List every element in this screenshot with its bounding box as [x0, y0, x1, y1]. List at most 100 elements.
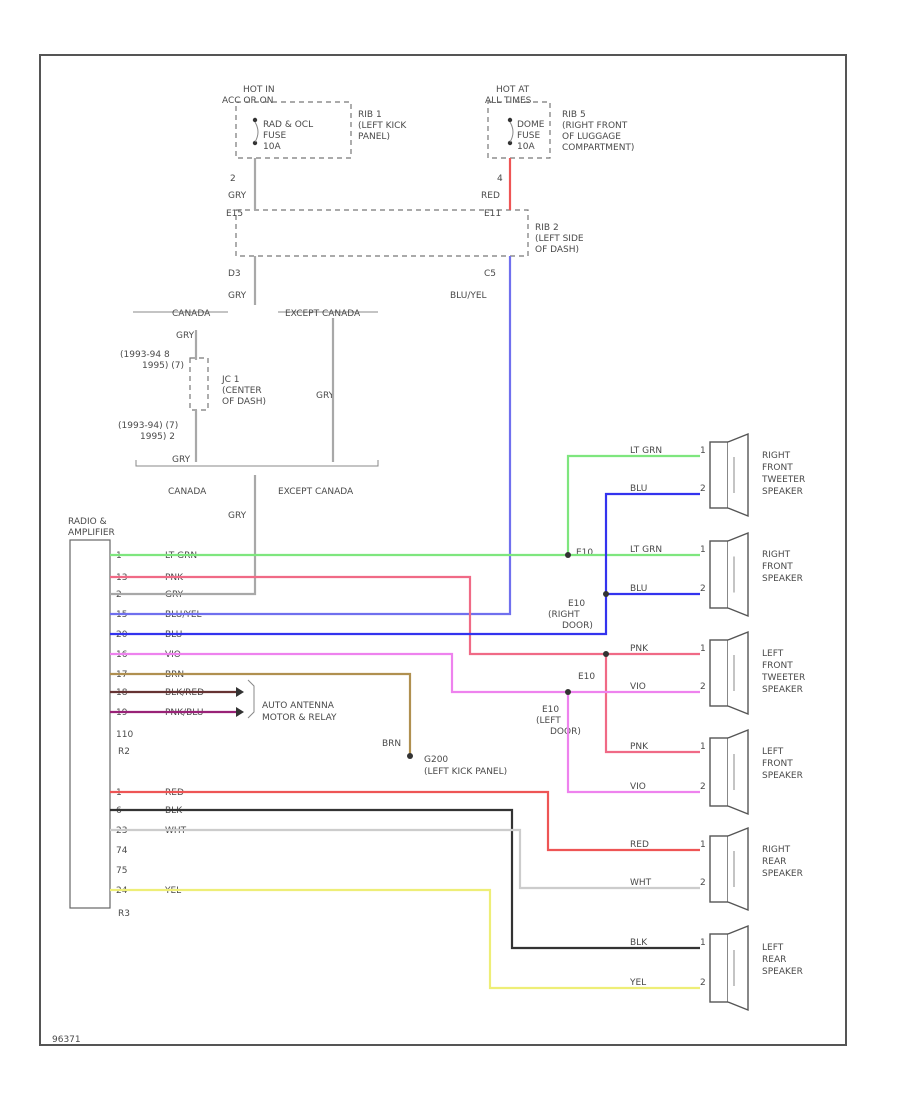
speaker-name: RIGHT: [762, 845, 791, 855]
rib2-conn-left: D3: [228, 269, 241, 279]
rib2-wire-left: GRY: [228, 291, 247, 301]
speaker-name2: REAR: [762, 857, 786, 867]
speaker-pin-b: 2: [700, 682, 706, 692]
rib2-wire-right: BLU/YEL: [450, 291, 487, 301]
speaker-name2: FRONT: [762, 463, 793, 473]
wire-bluyel: [110, 256, 512, 616]
split-bottom-except: EXCEPT CANADA: [278, 487, 354, 497]
split-except-label: EXCEPT CANADA: [285, 309, 361, 319]
wire-blu-tweeter: [604, 492, 700, 594]
speaker-name3: TWEETER: [761, 673, 805, 683]
speaker-name: LEFT: [762, 943, 784, 953]
fuse-amp-right: 10A: [517, 142, 535, 152]
speaker-name2: FRONT: [762, 759, 793, 769]
rib2-pin-left: E15: [226, 209, 243, 219]
canada-split-top: CANADA EXCEPT CANADA GRY GRY: [133, 309, 378, 401]
wire-pnk-speaker: [604, 654, 700, 754]
fuse-block-right: HOT AT ALL TIMES DOME FUSE 10A RIB 5 (RI…: [481, 85, 634, 201]
jc-wire: GRY: [172, 455, 191, 465]
speaker-wire-b: YEL: [629, 978, 646, 988]
splice-right-pin-a: E10: [576, 548, 593, 558]
rib2-block: E15 E11 RIB 2 (LEFT SIDE OF DASH) D3 C5 …: [226, 209, 584, 301]
hot-sub-right: ALL TIMES: [485, 96, 532, 106]
fuse-box-left: [235, 101, 352, 159]
speaker-name: RIGHT: [762, 451, 791, 461]
rib-loc2-right: OF LUGGAGE: [562, 132, 621, 142]
connector-arrow-icon: [236, 707, 244, 717]
speaker-body: [709, 933, 729, 1003]
speaker-pin-b: 2: [700, 782, 706, 792]
speaker-cone-icon: [727, 826, 749, 912]
fuse-terminal-icon: [507, 117, 513, 123]
antenna-relay: AUTO ANTENNA MOTOR & RELAY: [247, 679, 337, 723]
wire-wht-rear: [110, 828, 700, 890]
splice-right-pin-b: E10: [568, 599, 585, 609]
speaker-name4: SPEAKER: [762, 487, 803, 497]
fuse-wire-left: GRY: [228, 191, 247, 201]
wire-blk-rear: [110, 808, 700, 950]
rib2-label: RIB 2: [535, 223, 559, 233]
split-wire-mid: GRY: [316, 391, 335, 401]
fuse-wire-right: RED: [481, 191, 500, 201]
speaker-body: [709, 639, 729, 707]
rib2-loc: (LEFT SIDE: [535, 234, 584, 244]
footer-code: 96371: [52, 1035, 81, 1045]
splice-left-pin-b: E10: [542, 705, 559, 715]
speaker-wire-b: VIO: [630, 682, 646, 692]
speaker-pin-a: 1: [700, 938, 706, 948]
wire-layer: [110, 158, 700, 990]
speaker-pin-b: 2: [700, 878, 706, 888]
fuse-box-right: [487, 101, 551, 159]
jc-pin-bot2: 1995) 2: [140, 432, 175, 442]
rib2-box: [235, 209, 529, 257]
speaker-wire-a: RED: [630, 840, 649, 850]
speaker-name3: SPEAKER: [762, 574, 803, 584]
hot-label-right: HOT AT: [496, 85, 530, 95]
radio-pin-number: 75: [116, 866, 127, 876]
speaker-name2: FRONT: [762, 661, 793, 671]
fuse-pin-left: 2: [230, 174, 236, 184]
jc-pin-top: (1993-94 8: [120, 350, 170, 360]
ground-point: BRN G200 (LEFT KICK PANEL): [382, 739, 507, 777]
jc-loc2: OF DASH): [222, 397, 266, 407]
radio-conn1: R2: [118, 747, 130, 757]
speaker-cone-icon: [727, 924, 749, 1012]
speaker-pin-a: 1: [700, 644, 706, 654]
fuse-terminal-icon: [507, 140, 513, 146]
rib-label-right: RIB 5: [562, 110, 586, 120]
splice-left-label2: DOOR): [550, 727, 581, 737]
wire-brn-ground: [110, 672, 412, 756]
speaker-body: [709, 737, 729, 807]
split-bracket: [135, 460, 379, 467]
speaker-pin-a: 1: [700, 840, 706, 850]
canada-split-bottom: CANADA EXCEPT CANADA GRY: [135, 460, 379, 521]
rib-loc3-right: COMPARTMENT): [562, 143, 634, 153]
rib2-pin-right: E11: [484, 209, 501, 219]
ground-wire: BRN: [382, 739, 401, 749]
jc-box: [189, 357, 209, 411]
wire-pnk-main: [110, 575, 606, 656]
wire-blu-main: [110, 594, 608, 636]
fuse-terminal-icon: [252, 140, 258, 146]
fuse-pin-right: 4: [497, 174, 503, 184]
radio-pin-number: 74: [116, 846, 128, 856]
splice-right-label2: DOOR): [562, 621, 593, 631]
speaker-pin-a: 1: [700, 742, 706, 752]
speaker-name3: SPEAKER: [762, 967, 803, 977]
jc-pin-bot: (1993-94) (7): [118, 421, 178, 431]
radio-box: [69, 539, 111, 909]
split-canada-label: CANADA: [172, 309, 211, 319]
rib2-loc2: OF DASH): [535, 245, 579, 255]
speaker-wire-a: LT GRN: [630, 446, 662, 456]
wire-yel-rear: [110, 888, 700, 990]
splice-dot: [603, 591, 609, 597]
fuse-name-left: RAD & OCL: [263, 120, 313, 130]
speaker-wire-b: VIO: [630, 782, 646, 792]
radio-conn2: R3: [118, 909, 130, 919]
splice-left-label: (LEFT: [536, 716, 561, 726]
speaker-wire-b: WHT: [630, 878, 652, 888]
fuse-icon: [254, 121, 259, 143]
fuse-terminal-icon: [252, 117, 258, 123]
